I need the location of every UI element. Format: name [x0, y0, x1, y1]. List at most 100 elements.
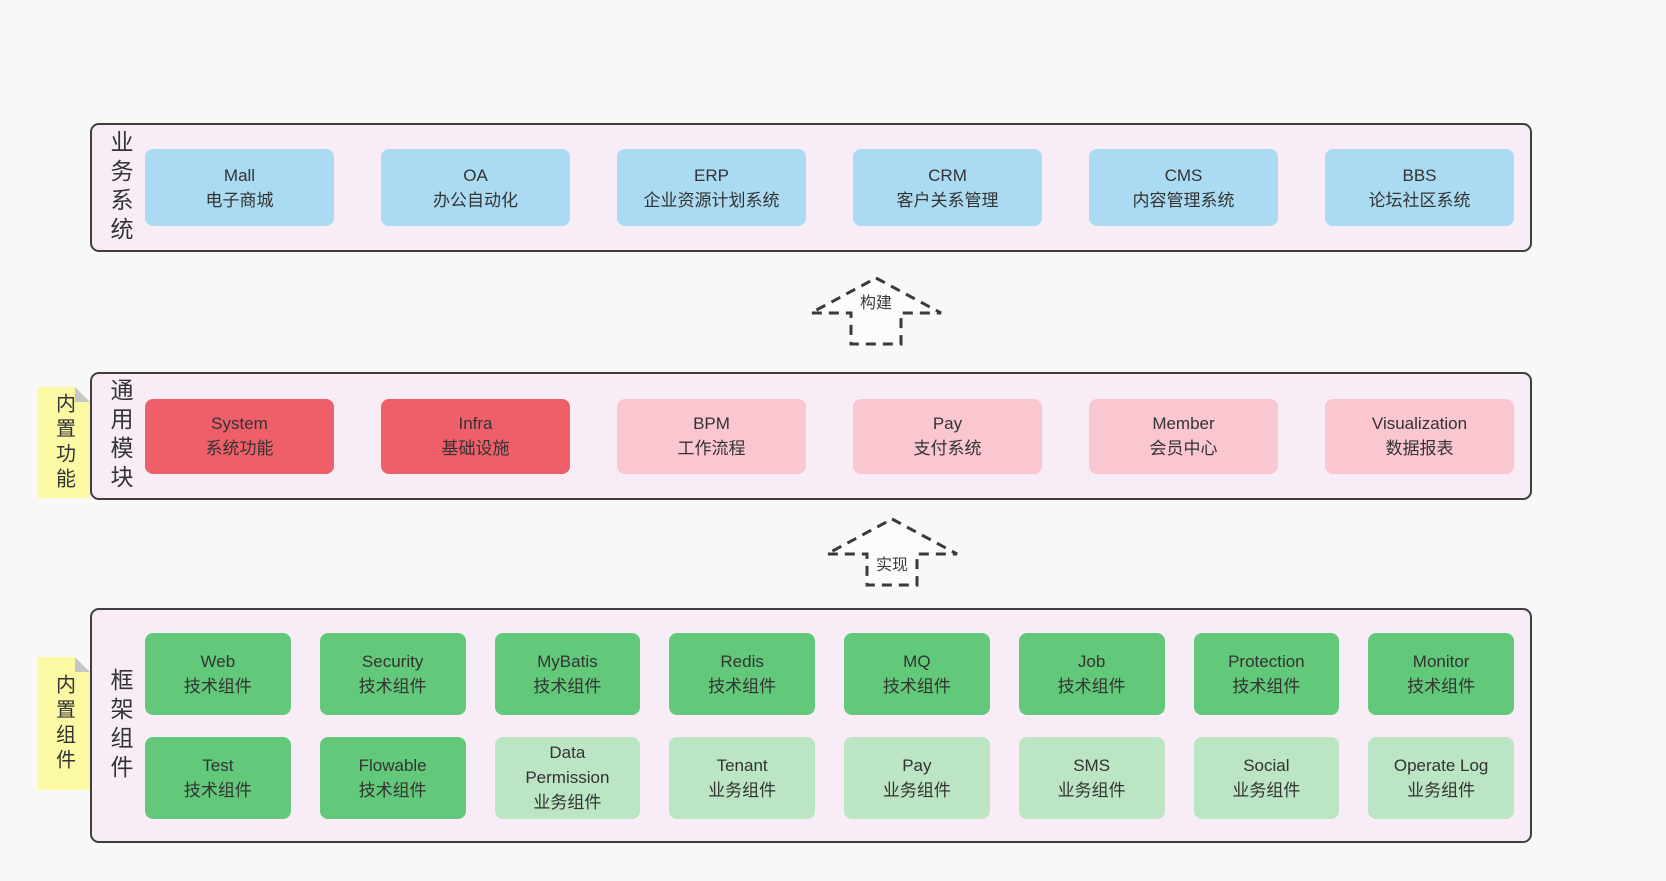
box-title: Security — [361, 651, 424, 671]
box-subtitle: 客户关系管理 — [896, 190, 999, 210]
business-boxes-row: Mall 电子商城 OA 办公自动化 ERP 企业资源计划系统 CRM 客户关系… — [145, 125, 1514, 250]
sticky-label: 内置功能 — [52, 392, 75, 493]
box-subtitle: 技术组件 — [358, 780, 427, 800]
box-title: Pay — [932, 414, 963, 433]
box-subtitle: 技术组件 — [1057, 676, 1126, 696]
box-oa: OA 办公自动化 — [381, 149, 570, 226]
box-subtitle: 电子商城 — [205, 190, 274, 210]
box-data-permission: Data Permission 业务组件 — [494, 736, 641, 819]
box-subtitle: 技术组件 — [708, 676, 777, 696]
box-test: Test 技术组件 — [145, 736, 291, 819]
box-title: Member — [1152, 414, 1215, 433]
box-subtitle: 技术组件 — [183, 780, 252, 800]
box-subtitle: 企业资源计划系统 — [643, 190, 780, 210]
band-business-systems: 业务系统 Mall 电子商城 OA 办公自动化 ERP 企业资源计划系统 CRM… — [90, 123, 1532, 252]
box-subtitle: 办公自动化 — [433, 190, 518, 210]
common-boxes-row: System 系统功能 Infra 基础设施 BPM 工作流程 Pay 支付系统… — [145, 374, 1514, 498]
box-title: MQ — [903, 651, 931, 671]
box-cms: CMS 内容管理系统 — [1089, 149, 1278, 226]
band-label-business-systems: 业务系统 — [107, 129, 133, 246]
box-subtitle: 系统功能 — [205, 439, 274, 458]
box-title: Infra — [458, 414, 493, 433]
box-title: CMS — [1164, 165, 1203, 185]
band-label-common-modules: 通用模块 — [107, 378, 133, 494]
box-title: Redis — [720, 651, 764, 671]
box-title: Test — [202, 755, 234, 775]
box-subtitle: 业务组件 — [1407, 780, 1476, 800]
box-title: Visualization — [1371, 414, 1468, 433]
box-system: System 系统功能 — [145, 398, 334, 474]
box-title: CRM — [928, 165, 967, 185]
arrow-implement: 实现 — [824, 517, 960, 587]
box-title: ERP — [694, 165, 729, 185]
box-sms: SMS 业务组件 — [1018, 736, 1165, 819]
box-infra: Infra 基础设施 — [381, 398, 570, 474]
box-crm: CRM 客户关系管理 — [853, 149, 1042, 226]
box-subtitle: 工作流程 — [677, 439, 746, 458]
box-title: MyBatis — [537, 651, 598, 671]
box-visualization: Visualization 数据报表 — [1325, 398, 1514, 474]
box-protection: Protection 技术组件 — [1193, 632, 1340, 715]
box-mybatis: MyBatis 技术组件 — [494, 632, 641, 715]
box-subtitle: 业务组件 — [708, 780, 777, 800]
box-subtitle: 技术组件 — [183, 676, 252, 696]
box-job: Job 技术组件 — [1018, 632, 1165, 715]
sticky-label: 内置组件 — [52, 673, 75, 774]
band-common-modules: 通用模块 System 系统功能 Infra 基础设施 BPM 工作流程 Pay… — [90, 372, 1532, 500]
box-title: Operate Log — [1393, 755, 1489, 775]
box-subtitle: 技术组件 — [358, 676, 427, 696]
box-subtitle: 数据报表 — [1385, 439, 1454, 458]
box-pay-business: Pay 业务组件 — [844, 736, 990, 819]
box-mall: Mall 电子商城 — [145, 149, 334, 226]
folded-corner-icon — [75, 657, 90, 672]
box-title: Web — [200, 651, 236, 671]
sticky-note-built-in-features: 内置功能 — [38, 387, 90, 498]
box-member: Member 会员中心 — [1089, 398, 1278, 474]
box-subtitle: 技术组件 — [1407, 676, 1476, 696]
block-arrow-up-icon — [826, 517, 958, 587]
arrow-build: 构建 — [808, 276, 944, 346]
box-security: Security 技术组件 — [319, 632, 466, 715]
box-subtitle: 技术组件 — [882, 676, 951, 696]
box-subtitle: 内容管理系统 — [1132, 190, 1235, 210]
sticky-note-built-in-components: 内置组件 — [38, 657, 90, 790]
arrow-label: 实现 — [873, 557, 911, 575]
box-title: Mall — [223, 165, 256, 185]
box-title: Tenant — [716, 755, 768, 775]
band-framework-components: 框架组件 Web 技术组件 Security 技术组件 MyBatis 技术组件… — [90, 608, 1532, 843]
box-mq: MQ 技术组件 — [844, 632, 990, 715]
box-title: SMS — [1073, 755, 1111, 775]
box-monitor: Monitor 技术组件 — [1368, 632, 1514, 715]
box-title: Monitor — [1412, 651, 1470, 671]
box-flowable: Flowable 技术组件 — [319, 736, 466, 819]
box-subtitle: 业务组件 — [1057, 780, 1126, 800]
box-title: Flowable — [358, 755, 427, 775]
box-subtitle: 支付系统 — [913, 439, 982, 458]
box-subtitle: 技术组件 — [533, 676, 602, 696]
box-erp: ERP 企业资源计划系统 — [617, 149, 806, 226]
box-social: Social 业务组件 — [1193, 736, 1340, 819]
box-subtitle: 业务组件 — [1232, 780, 1301, 800]
box-subtitle: 技术组件 — [1232, 676, 1301, 696]
box-operate-log: Operate Log 业务组件 — [1368, 736, 1514, 819]
box-tenant: Tenant 业务组件 — [669, 736, 815, 819]
box-bpm: BPM 工作流程 — [617, 398, 806, 474]
box-title: OA — [463, 165, 488, 185]
box-subtitle: 业务组件 — [882, 780, 951, 800]
box-subtitle: 会员中心 — [1149, 439, 1218, 458]
box-bbs: BBS 论坛社区系统 — [1325, 149, 1514, 226]
box-redis: Redis 技术组件 — [669, 632, 815, 715]
band-label-framework-components: 框架组件 — [107, 667, 133, 784]
box-web: Web 技术组件 — [145, 632, 291, 715]
box-title: Pay — [902, 755, 932, 775]
box-title: Protection — [1228, 651, 1305, 671]
box-subtitle: 基础设施 — [441, 439, 510, 458]
framework-boxes-grid: Web 技术组件 Security 技术组件 MyBatis 技术组件 Redi… — [145, 610, 1514, 841]
box-title: Job — [1077, 651, 1106, 671]
arrow-label: 构建 — [857, 295, 895, 313]
box-title: Data Permission — [525, 743, 610, 787]
box-subtitle: 论坛社区系统 — [1368, 190, 1471, 210]
box-title: System — [211, 414, 268, 433]
box-title: BBS — [1402, 165, 1437, 185]
box-subtitle: 业务组件 — [533, 793, 602, 812]
